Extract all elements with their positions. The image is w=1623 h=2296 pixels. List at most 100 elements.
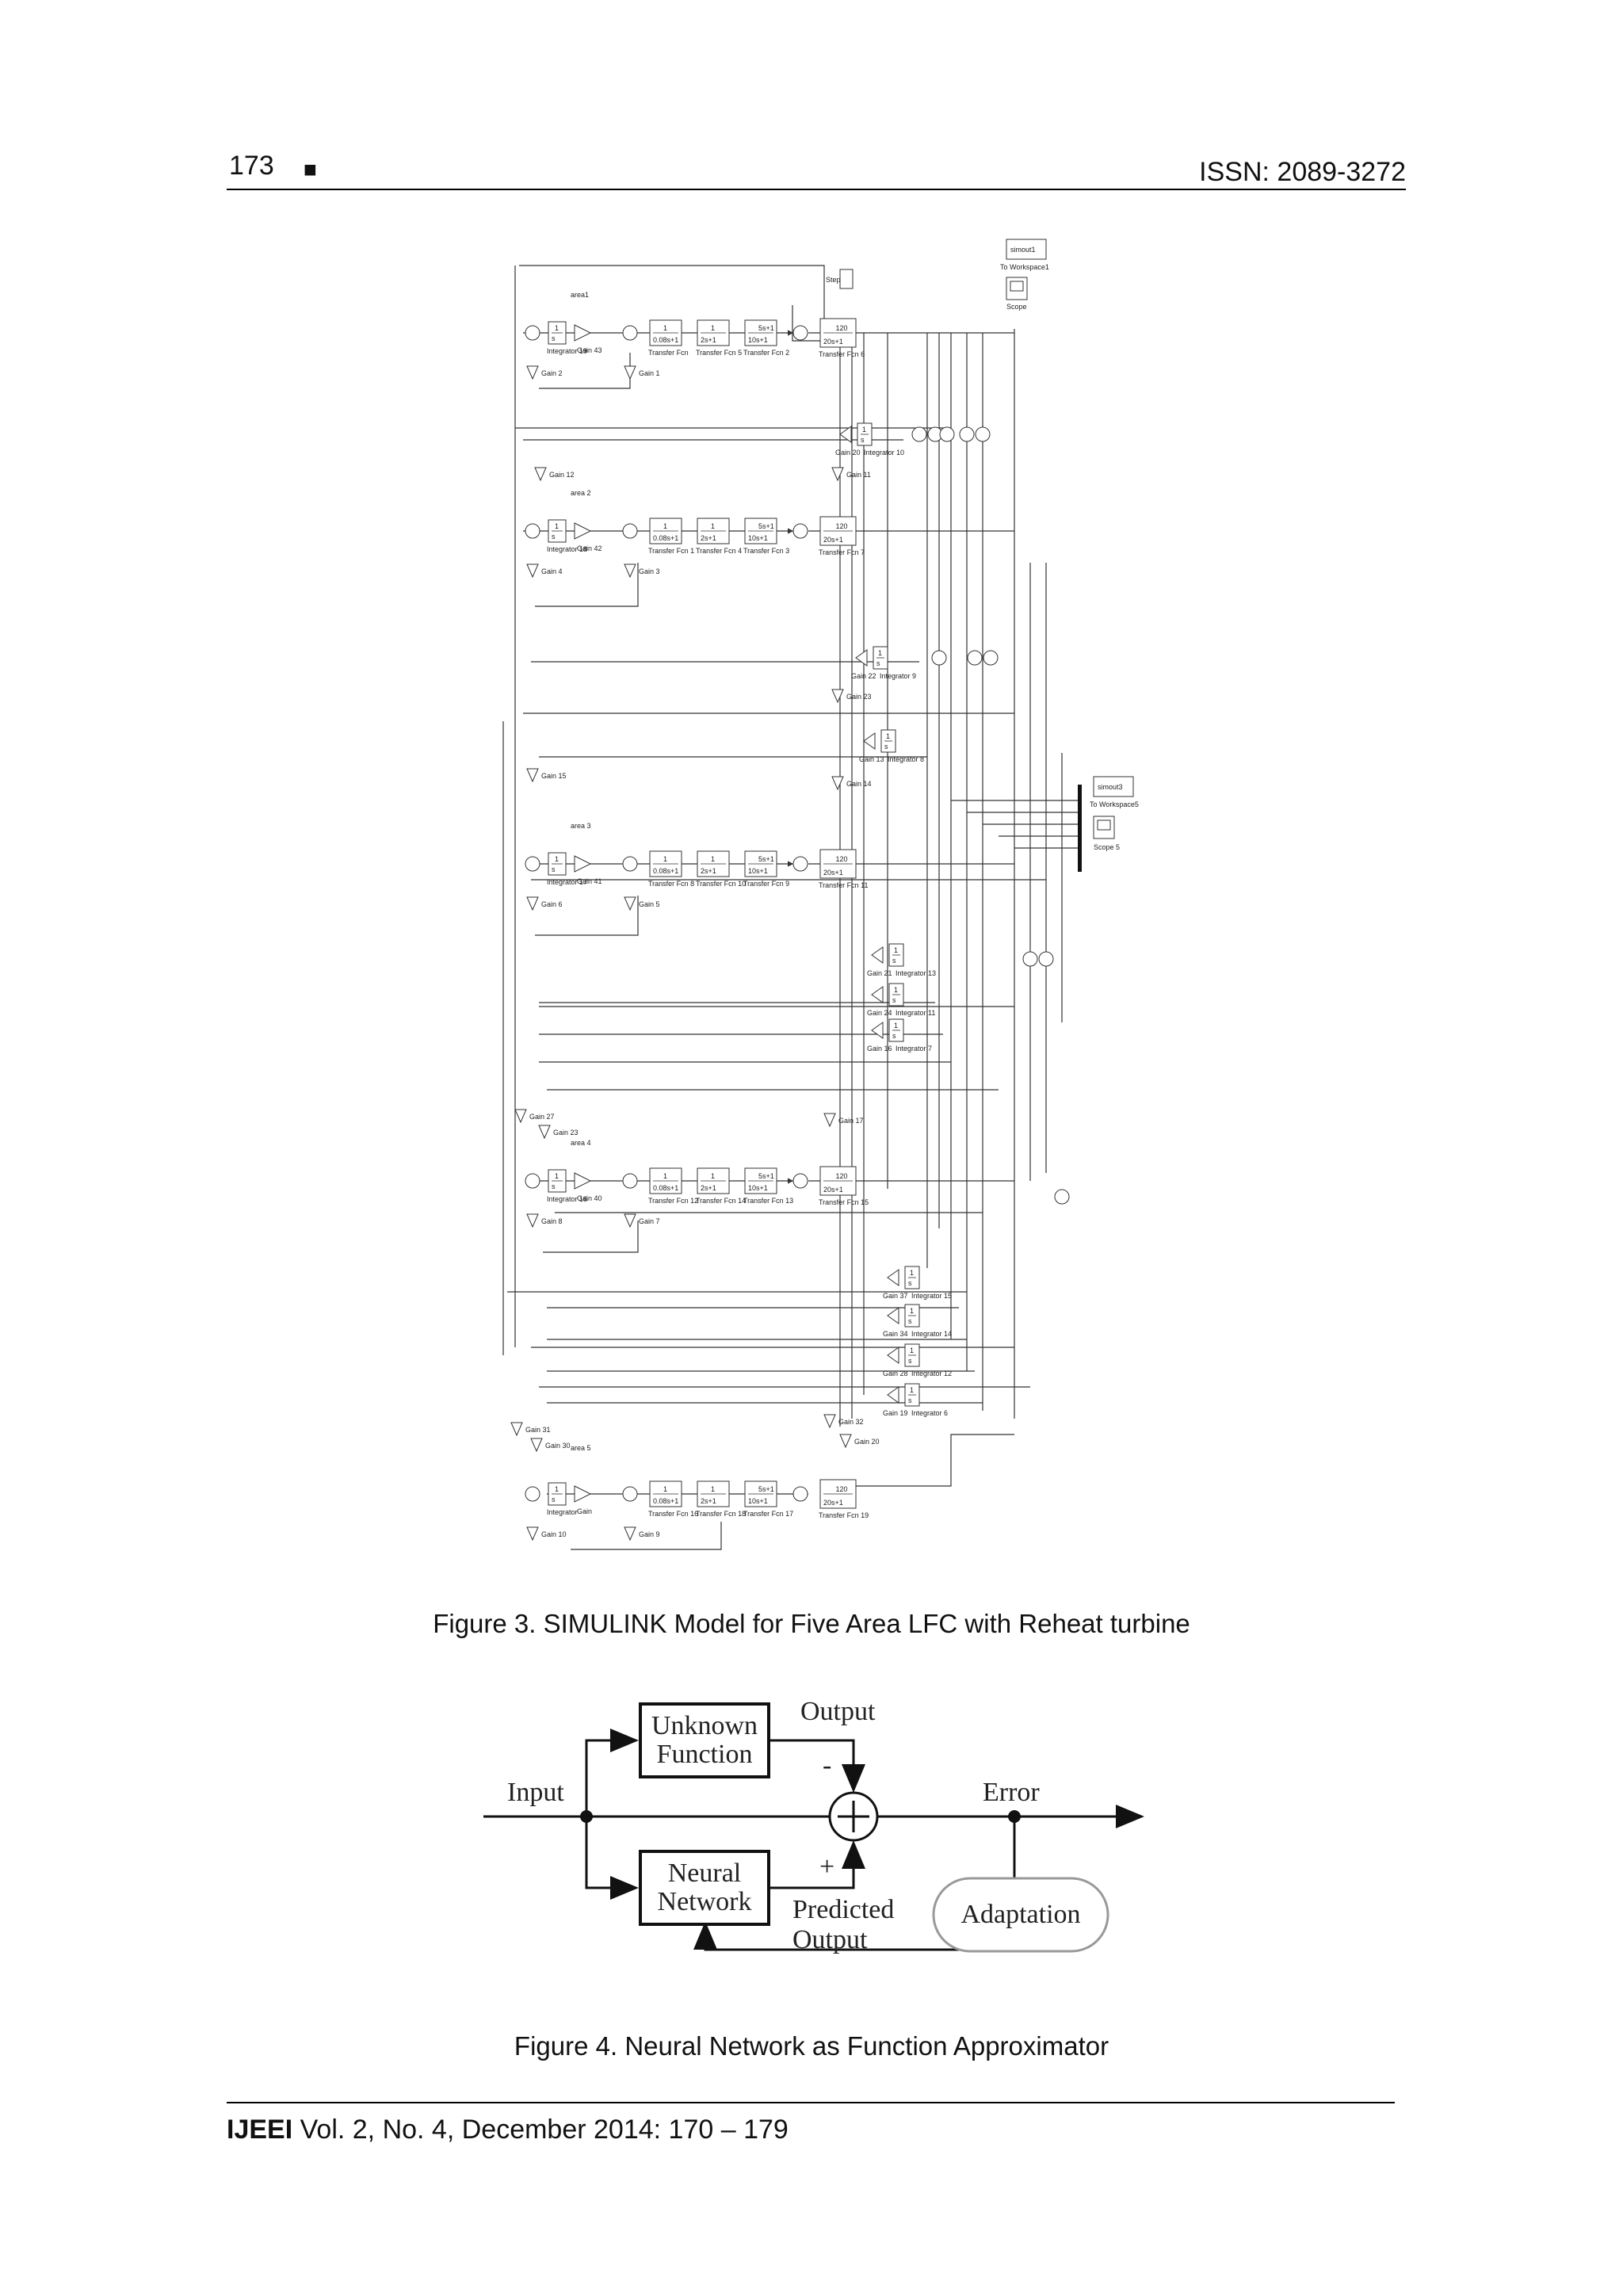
tie-sum-10 (1038, 951, 1054, 967)
svg-text:Gain 41: Gain 41 (577, 877, 602, 885)
gain-a-triangle: Gain 8 (526, 1213, 563, 1228)
svg-text:Integrator 14: Integrator 14 (911, 1330, 952, 1338)
header-rule (227, 189, 1406, 190)
svg-text:s: s (908, 1317, 912, 1325)
svg-text:Network: Network (658, 1887, 752, 1916)
power-sum (792, 523, 808, 539)
svg-text:Gain 22: Gain 22 (851, 672, 876, 680)
svg-text:Gain 17: Gain 17 (838, 1117, 864, 1125)
svg-text:Integrator 11: Integrator 11 (896, 1009, 935, 1017)
svg-text:Integrator 12: Integrator 12 (911, 1370, 952, 1377)
svg-text:Gain 11: Gain 11 (846, 471, 871, 479)
svg-text:1: 1 (862, 426, 866, 434)
svg-text:Gain 16: Gain 16 (867, 1045, 892, 1052)
svg-text:1: 1 (910, 1307, 914, 1315)
svg-text:120: 120 (836, 324, 848, 332)
tie-integrator: 1s (904, 1383, 920, 1407)
svg-text:Integrator 10: Integrator 10 (864, 449, 904, 457)
svg-text:0.08s+1: 0.08s+1 (653, 1184, 678, 1192)
svg-text:Neural: Neural (668, 1859, 742, 1888)
svg-text:Transfer Fcn 11: Transfer Fcn 11 (819, 881, 869, 889)
svg-text:Gain 37: Gain 37 (883, 1292, 908, 1300)
svg-text:Gain 19: Gain 19 (883, 1409, 908, 1417)
svg-text:simout3: simout3 (1098, 783, 1123, 791)
gain-b-triangle: Gain 1 (624, 365, 660, 380)
svg-text:Gain 14: Gain 14 (846, 780, 872, 788)
area-sum-mid (622, 856, 638, 872)
svg-text:s: s (552, 533, 556, 541)
feedback-gain-12: Gain 20 (839, 1434, 880, 1449)
svg-text:area1: area1 (571, 291, 589, 299)
svg-text:Gain: Gain (577, 1507, 592, 1515)
svg-text:Transfer Fcn 13: Transfer Fcn 13 (743, 1197, 793, 1205)
figure4-caption: Figure 4. Neural Network as Function App… (514, 2031, 1109, 2061)
nn-approximator-figure: Unknown Function Neural Network Adaptati… (483, 1697, 1144, 1954)
svg-text:Transfer Fcn 3: Transfer Fcn 3 (743, 547, 789, 555)
svg-text:120: 120 (836, 855, 848, 863)
svg-text:Gain 28: Gain 28 (883, 1370, 908, 1377)
svg-text:To Workspace1: To Workspace1 (1000, 263, 1049, 271)
svg-text:Transfer Fcn 10: Transfer Fcn 10 (696, 880, 746, 888)
svg-text:Gain 40: Gain 40 (577, 1194, 602, 1202)
svg-text:1: 1 (711, 1172, 715, 1180)
tie-sum-5 (975, 426, 991, 442)
svg-text:120: 120 (836, 1172, 848, 1180)
feedback-gain-3: Gain 23 (831, 689, 872, 704)
svg-text:Gain 2: Gain 2 (541, 369, 563, 377)
tie-integrator: 1s (888, 943, 904, 967)
feedback-gain-7: Gain 23 (538, 1125, 579, 1140)
svg-text:2s+1: 2s+1 (701, 336, 716, 344)
power-sum (792, 856, 808, 872)
tie-integrator: 1s (888, 983, 904, 1007)
tie-sum-7 (967, 650, 983, 666)
area-sum-left (525, 856, 540, 872)
area-sum-mid (622, 1486, 638, 1502)
svg-text:area 2: area 2 (571, 489, 591, 497)
svg-text:1: 1 (910, 1347, 914, 1354)
svg-text:0.08s+1: 0.08s+1 (653, 1497, 678, 1505)
svg-text:Transfer Fcn 19: Transfer Fcn 19 (819, 1511, 869, 1519)
svg-text:5s+1: 5s+1 (758, 855, 774, 863)
svg-text:Integrator 13: Integrator 13 (896, 969, 936, 977)
svg-text:10s+1: 10s+1 (748, 1497, 768, 1505)
simulink-model-figure: simout1 To Workspace1 Scope Step simout3… (502, 239, 1139, 1550)
svg-text:1: 1 (894, 1022, 898, 1030)
gain-b-triangle: Gain 3 (624, 563, 660, 579)
svg-text:Scope 5: Scope 5 (1094, 843, 1120, 851)
svg-text:Gain 24: Gain 24 (867, 1009, 892, 1017)
svg-text:Gain 15: Gain 15 (541, 772, 567, 780)
svg-text:10s+1: 10s+1 (748, 534, 768, 542)
step-block: Step (826, 269, 854, 289)
svg-text:1: 1 (555, 522, 559, 530)
svg-text:s: s (884, 743, 888, 751)
unknown-function-block: Unknown Function (639, 1702, 770, 1778)
area-sum-left (525, 325, 540, 341)
svg-text:0.08s+1: 0.08s+1 (653, 336, 678, 344)
svg-text:20s+1: 20s+1 (823, 1499, 843, 1507)
svg-text:Transfer Fcn 1: Transfer Fcn 1 (648, 547, 694, 555)
gain-a-triangle: Gain 4 (526, 563, 563, 579)
to-workspace-1: simout1 To Workspace1 (1000, 239, 1049, 271)
svg-text:1: 1 (663, 1172, 667, 1180)
svg-text:Gain 9: Gain 9 (639, 1530, 660, 1538)
area-sum-left (525, 1173, 540, 1189)
plus-sign: + (819, 1852, 834, 1881)
svg-text:Integrator 7: Integrator 7 (896, 1045, 932, 1052)
